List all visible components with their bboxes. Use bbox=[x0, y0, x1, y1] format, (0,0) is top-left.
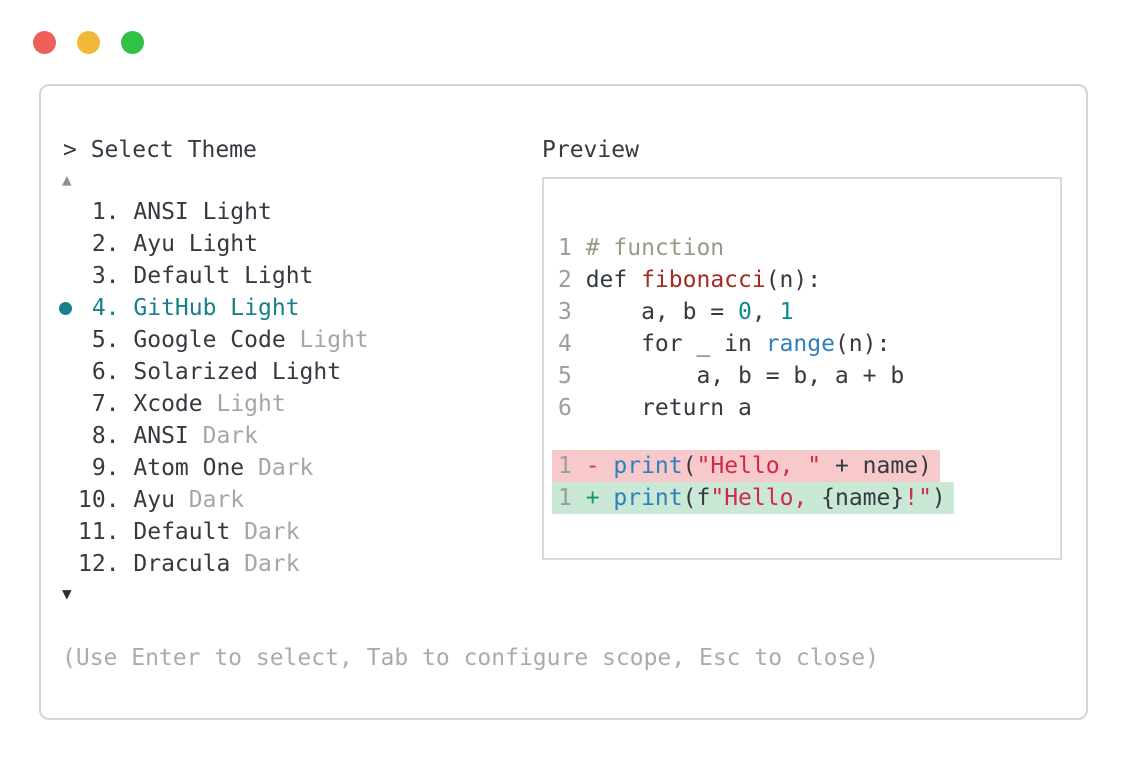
close-button[interactable] bbox=[33, 31, 56, 54]
theme-item[interactable]: 6. Solarized Light bbox=[78, 356, 369, 388]
theme-item-label: Dracula bbox=[133, 551, 231, 577]
theme-item[interactable]: 11. Default Dark bbox=[78, 516, 369, 548]
theme-item-label: Default Light bbox=[133, 263, 314, 289]
theme-item-number: 3. bbox=[91, 263, 120, 289]
code-token: def bbox=[585, 267, 642, 293]
theme-picker-panel: > Select Theme Preview ▲ 1. ANSI Light 2. A… bbox=[39, 84, 1088, 720]
code-token: + bbox=[585, 485, 614, 511]
theme-item[interactable]: 8. ANSI Dark bbox=[78, 420, 369, 452]
code-token: ) bbox=[931, 485, 946, 511]
theme-item[interactable]: 10. Ayu Dark bbox=[78, 484, 369, 516]
theme-item-variant: Light bbox=[299, 327, 369, 353]
theme-item-label: ANSI Light bbox=[133, 199, 272, 225]
line-number: 1 bbox=[558, 485, 572, 511]
theme-item-label: GitHub Light bbox=[133, 295, 300, 321]
code-token: print bbox=[613, 453, 683, 479]
theme-item[interactable]: 3. Default Light bbox=[78, 260, 369, 292]
code-token: range bbox=[765, 331, 835, 357]
theme-item-label: Default bbox=[133, 519, 231, 545]
code-line: 4 for _ in range(n): bbox=[558, 328, 904, 360]
theme-item-number: 8. bbox=[91, 423, 120, 449]
theme-item-number: 6. bbox=[91, 359, 120, 385]
line-number: 3 bbox=[558, 299, 572, 325]
code-token: !" bbox=[904, 485, 932, 511]
theme-item-number: 1. bbox=[91, 199, 120, 225]
theme-item-variant: Dark bbox=[202, 423, 258, 449]
footer-hint: (Use Enter to select, Tab to configure s… bbox=[62, 645, 879, 671]
theme-list: 1. ANSI Light 2. Ayu Light 3. Default Light 4.… bbox=[59, 196, 369, 580]
code-token: ( bbox=[682, 453, 697, 479]
theme-item-variant: Dark bbox=[244, 551, 300, 577]
scroll-down-icon[interactable]: ▼ bbox=[62, 584, 72, 603]
code-token: for _ in bbox=[585, 331, 766, 357]
theme-item[interactable]: 1. ANSI Light bbox=[78, 196, 369, 228]
code-token: (f bbox=[682, 485, 711, 511]
code-line: 2 def fibonacci(n): bbox=[558, 264, 904, 296]
theme-item-label: Solarized Light bbox=[133, 359, 342, 385]
code-token: "Hello, " bbox=[696, 453, 822, 479]
line-number: 2 bbox=[558, 267, 572, 293]
code-token: 1 bbox=[779, 299, 794, 325]
theme-item-label: Google Code bbox=[133, 327, 286, 353]
theme-item-variant: Dark bbox=[188, 487, 245, 513]
line-number: 1 bbox=[558, 235, 572, 261]
selected-bullet-icon bbox=[59, 302, 72, 315]
theme-item-number: 2. bbox=[91, 231, 120, 257]
diff-line-added: 1 + print(f"Hello, {name}!") bbox=[552, 482, 954, 514]
picker-title: > Select Theme bbox=[63, 137, 257, 163]
code-token: fibonacci bbox=[641, 267, 766, 293]
theme-item[interactable]: 5. Google Code Light bbox=[78, 324, 369, 356]
theme-item-number: 4. bbox=[91, 295, 120, 321]
diff-lines: 1- print("Hello, " + name)1+ print(f"Hel… bbox=[552, 450, 954, 514]
line-number: 1 bbox=[558, 453, 572, 479]
line-number: 4 bbox=[558, 331, 572, 357]
theme-item-label: Atom One bbox=[133, 455, 245, 481]
code-token: - bbox=[585, 453, 614, 479]
theme-item-number: 7. bbox=[91, 391, 120, 417]
code-token: print bbox=[613, 485, 683, 511]
preview-title: Preview bbox=[542, 137, 639, 163]
code-token: {name} bbox=[821, 485, 905, 511]
code-token: a, b = b, a + b bbox=[585, 363, 905, 389]
minimize-button[interactable] bbox=[77, 31, 100, 54]
code-token: return a bbox=[585, 395, 752, 421]
theme-item-number: 10. bbox=[78, 487, 120, 513]
theme-item[interactable]: 12. Dracula Dark bbox=[78, 548, 369, 580]
zoom-button[interactable] bbox=[121, 31, 144, 54]
theme-item-number: 5. bbox=[91, 327, 120, 353]
code-line: 5 a, b = b, a + b bbox=[558, 360, 904, 392]
code-token: # function bbox=[585, 235, 725, 261]
theme-item-number: 11. bbox=[78, 519, 120, 545]
theme-item-variant: Light bbox=[216, 391, 286, 417]
code-line: 3 a, b = 0, 1 bbox=[558, 296, 904, 328]
theme-item-number: 12. bbox=[78, 551, 120, 577]
code-token: 0 bbox=[738, 299, 752, 325]
code-token: a, b = bbox=[585, 299, 739, 325]
theme-item-label: ANSI bbox=[133, 423, 189, 449]
line-number: 5 bbox=[558, 363, 572, 389]
line-number: 6 bbox=[558, 395, 572, 421]
code-token: + name) bbox=[821, 453, 932, 479]
theme-item-number: 9. bbox=[91, 455, 120, 481]
theme-item[interactable]: 2. Ayu Light bbox=[78, 228, 369, 260]
code-token: (n): bbox=[834, 331, 891, 357]
theme-item[interactable]: 4. GitHub Light bbox=[59, 292, 369, 324]
code-token: "Hello, bbox=[710, 485, 822, 511]
code-token: (n): bbox=[765, 267, 822, 293]
scroll-up-icon[interactable]: ▲ bbox=[62, 170, 72, 189]
theme-item-label: Ayu bbox=[133, 487, 175, 513]
theme-item-variant: Dark bbox=[258, 455, 314, 481]
theme-item-variant: Dark bbox=[244, 519, 300, 545]
theme-item-label: Xcode bbox=[133, 391, 203, 417]
code-line: 6 return a bbox=[558, 392, 904, 424]
theme-item[interactable]: 9. Atom One Dark bbox=[78, 452, 369, 484]
code-line: 1 # function bbox=[558, 232, 904, 264]
code-token: , bbox=[751, 299, 780, 325]
diff-line-removed: 1- print("Hello, " + name) bbox=[552, 450, 940, 482]
theme-item-label: Ayu Light bbox=[133, 231, 258, 257]
theme-item[interactable]: 7. Xcode Light bbox=[78, 388, 369, 420]
window-controls bbox=[33, 31, 144, 54]
